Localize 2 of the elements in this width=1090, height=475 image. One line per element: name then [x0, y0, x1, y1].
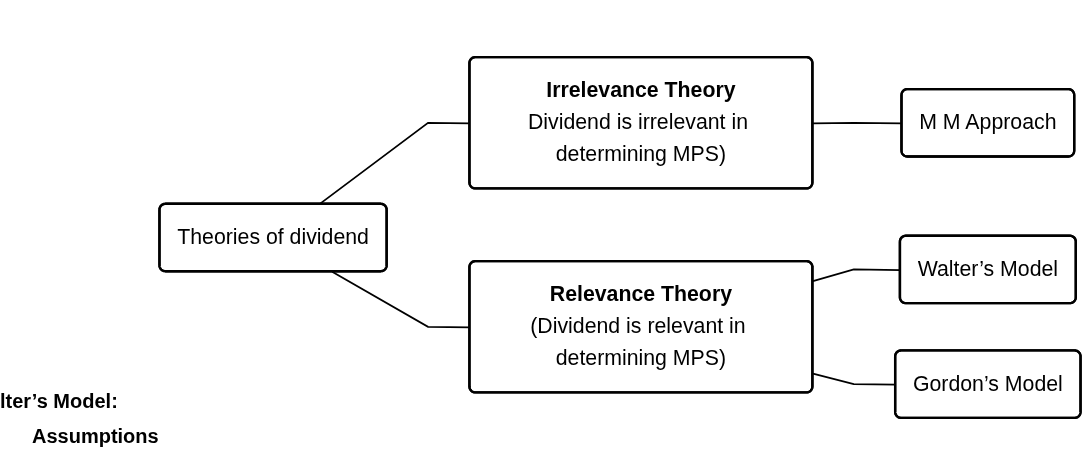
section-heading: lter’s Model: — [0, 390, 119, 413]
subheading: Assumptions — [31, 425, 160, 448]
